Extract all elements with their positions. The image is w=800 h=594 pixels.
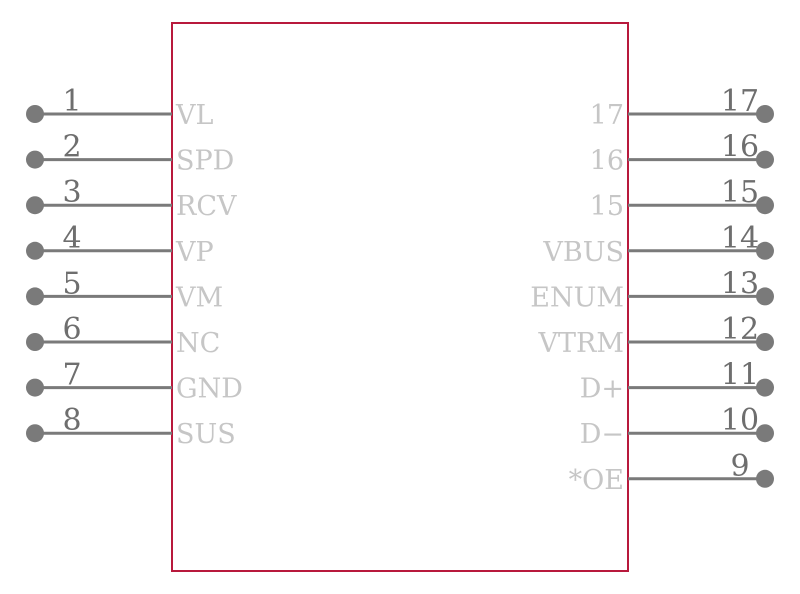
- pin-label: VBUS: [542, 237, 624, 268]
- pin-label: SPD: [176, 146, 234, 177]
- pin-endpoint-dot: [26, 150, 44, 169]
- pin-1: 1 VL: [26, 84, 213, 131]
- pin-8: 8 SUS: [26, 403, 236, 450]
- pin-label: VL: [175, 100, 213, 131]
- pin-endpoint-dot: [26, 287, 44, 306]
- pin-number: 16: [721, 130, 759, 165]
- left-pin-group: 1 VL 2 SPD 3 RCV 4 VP 5 VM 6 NC 7 GND 8 SUS: [26, 84, 243, 450]
- pin-label: VM: [175, 282, 223, 313]
- pin-label: 17: [590, 100, 624, 131]
- pin-4: 4 VP: [26, 221, 214, 268]
- pin-14: 14 VBUS: [542, 221, 774, 268]
- right-pin-group: 17171616151514VBUS13ENUM12VTRM11D+10D−9*…: [530, 84, 774, 496]
- pin-label: VTRM: [538, 328, 624, 359]
- pin-label: RCV: [176, 191, 237, 222]
- pin-label: D−: [580, 419, 624, 450]
- pin-endpoint-dot: [756, 333, 774, 351]
- pin-number: 8: [62, 403, 81, 438]
- pin-endpoint-dot: [26, 378, 44, 397]
- pin-endpoint-dot: [756, 469, 774, 488]
- pin-5: 5 VM: [26, 266, 223, 313]
- pin-number: 7: [62, 358, 81, 393]
- pin-number: 2: [62, 130, 81, 165]
- pin-2: 2 SPD: [26, 130, 234, 177]
- pin-6: 6 NC: [26, 312, 220, 359]
- pin-number: 5: [62, 266, 81, 301]
- pin-endpoint-dot: [26, 196, 44, 215]
- pin-number: 6: [62, 312, 81, 347]
- pin-12: 12 VTRM: [538, 312, 774, 359]
- pin-endpoint-dot: [26, 105, 44, 123]
- pin-endpoint-dot: [756, 196, 774, 215]
- pin-endpoint-dot: [756, 287, 774, 306]
- pin-number: 17: [721, 84, 759, 119]
- pin-endpoint-dot: [756, 424, 774, 443]
- pin-number: 12: [721, 312, 759, 347]
- pin-number: 4: [62, 221, 81, 256]
- pin-number: 13: [721, 266, 759, 301]
- pin-number: 9: [730, 449, 749, 484]
- pin-9: 9 *OE: [569, 449, 774, 496]
- pin-10: 10 D−: [580, 403, 774, 450]
- pin-label: NC: [176, 328, 220, 359]
- pin-label: ENUM: [530, 282, 624, 313]
- pin-endpoint-dot: [756, 241, 774, 260]
- pin-number: 15: [721, 175, 759, 210]
- pin-label: 15: [590, 191, 624, 222]
- pin-13: 13 ENUM: [530, 266, 774, 313]
- pin-3: 3 RCV: [26, 175, 237, 222]
- pin-label: 16: [590, 146, 624, 177]
- pin-label: D+: [580, 374, 624, 405]
- pin-endpoint-dot: [26, 333, 44, 351]
- pin-endpoint-dot: [756, 378, 774, 397]
- pin-label: SUS: [176, 419, 236, 450]
- pin-label: GND: [176, 374, 243, 405]
- pin-endpoint-dot: [26, 241, 44, 260]
- pin-label: VP: [175, 237, 214, 268]
- pin-number: 1: [62, 84, 81, 119]
- pin-endpoint-dot: [26, 424, 44, 443]
- pin-7: 7 GND: [26, 358, 243, 405]
- pin-number: 11: [721, 358, 759, 393]
- pin-number: 3: [62, 175, 81, 210]
- pin-number: 10: [721, 403, 759, 438]
- pin-endpoint-dot: [756, 105, 774, 123]
- pin-number: 14: [721, 221, 759, 256]
- pin-label: *OE: [569, 465, 624, 496]
- pin-endpoint-dot: [756, 150, 774, 169]
- pin-11: 11 D+: [580, 358, 774, 405]
